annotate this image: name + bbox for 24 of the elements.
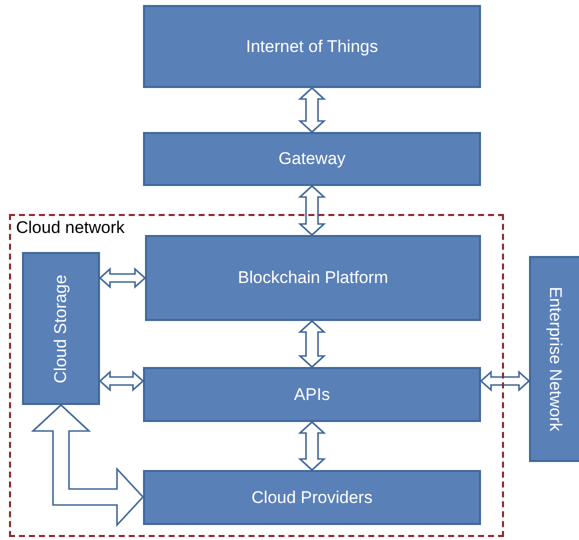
box-label: Cloud Storage — [51, 274, 71, 383]
double-block-arrow — [98, 267, 146, 289]
process-box — [22, 252, 100, 405]
box-label: Cloud Providers — [252, 488, 372, 508]
double-block-arrow — [98, 370, 144, 392]
box-label: Internet of Things — [246, 36, 378, 56]
box-label: APIs — [294, 384, 330, 404]
process-box — [143, 132, 481, 186]
double-block-arrow — [480, 370, 530, 392]
double-block-arrow — [298, 184, 326, 236]
box-label: Blockchain Platform — [238, 268, 388, 288]
region-title: Cloud network — [16, 218, 125, 238]
process-box — [143, 367, 481, 422]
box-label: Gateway — [278, 149, 346, 169]
process-box — [143, 470, 481, 525]
process-box — [143, 5, 481, 88]
double-block-arrow — [298, 86, 326, 134]
process-box — [145, 235, 481, 321]
double-block-arrow — [30, 404, 144, 528]
box-label: Enterprise Network — [545, 286, 565, 432]
double-block-arrow — [298, 420, 326, 472]
double-block-arrow — [298, 320, 326, 368]
cloud-network-region — [9, 214, 504, 537]
process-box — [529, 256, 579, 462]
